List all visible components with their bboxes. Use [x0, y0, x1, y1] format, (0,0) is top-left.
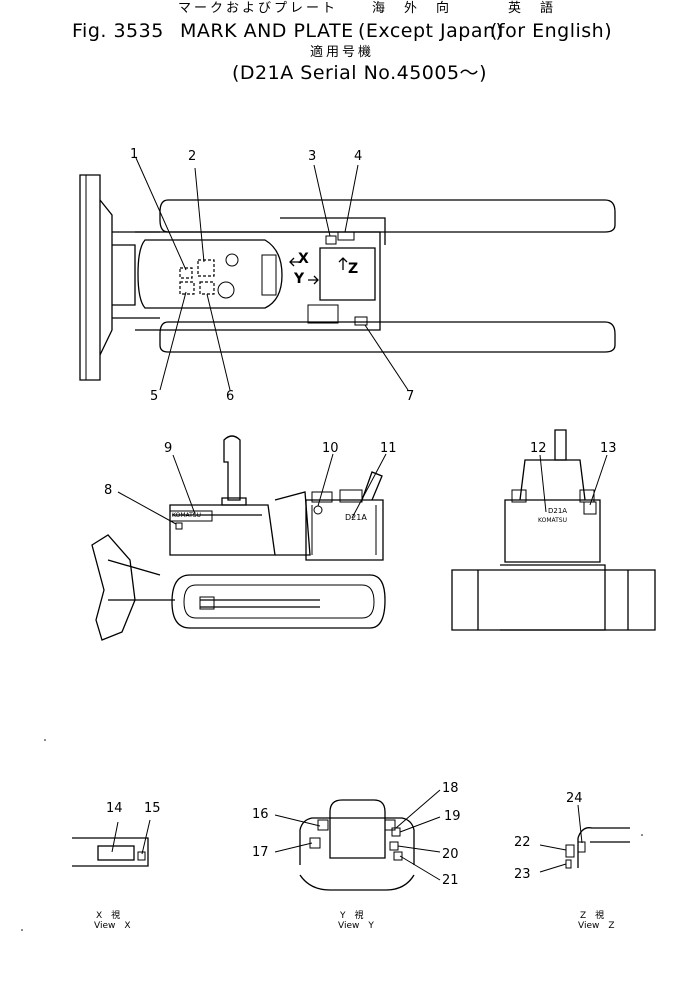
japanese-title: マークおよびプレート — [178, 1, 339, 16]
callout-20: 20 — [442, 847, 459, 862]
arrow-x-label: X — [298, 251, 309, 267]
callout-10: 10 — [322, 441, 339, 456]
callout-8: 8 — [104, 483, 113, 498]
view-z-caption: View Z — [578, 921, 615, 931]
callout-5: 5 — [150, 389, 159, 404]
callout-11: 11 — [380, 441, 397, 456]
for-english-label: (for English) — [490, 20, 613, 42]
japanese-paren-for-english: 英 語 — [508, 1, 557, 16]
callout-18: 18 — [442, 781, 459, 796]
callout-22: 22 — [514, 835, 531, 850]
view-z-detail — [539, 804, 630, 873]
callout-23: 23 — [514, 867, 531, 882]
view-z-caption-jp: Z 視 — [580, 911, 605, 921]
callout-13: 13 — [600, 441, 617, 456]
page-title: MARK AND PLATE — [180, 20, 354, 42]
view-y-detail — [274, 789, 441, 891]
except-japan-label: (Except Japan) — [358, 20, 504, 42]
rear-view-bulldozer — [451, 429, 656, 631]
callout-12: 12 — [530, 441, 547, 456]
view-x-detail — [72, 819, 151, 867]
view-x-caption: View X — [94, 921, 131, 931]
japanese-serial-label: 適用号機 — [310, 45, 375, 60]
view-x-caption-jp: X 視 — [96, 911, 121, 921]
callout-24: 24 — [566, 791, 583, 806]
serial-number-label: (D21A Serial No.45005～) — [232, 62, 487, 84]
callout-17: 17 — [252, 845, 269, 860]
callout-21: 21 — [442, 873, 459, 888]
callout-19: 19 — [444, 809, 461, 824]
callout-14: 14 — [106, 801, 123, 816]
side-view-bulldozer — [91, 435, 387, 641]
view-y-caption-jp: Y 視 — [340, 911, 364, 921]
callout-1: 1 — [130, 147, 139, 162]
callout-7: 7 — [406, 389, 415, 404]
arrow-z-label: Z — [348, 261, 359, 277]
rear-plate-model: D21A — [548, 507, 568, 515]
for-english-text: for English — [497, 20, 605, 42]
figure-number: Fig. 3535 — [72, 20, 164, 42]
japanese-paren-except-japan: 海 外 向 — [372, 1, 453, 16]
side-plate-komatsu: KOMATSU — [172, 512, 202, 519]
top-view-bulldozer — [79, 157, 616, 391]
serial-number-text: D21A Serial No.45005～ — [239, 62, 480, 84]
callout-15: 15 — [144, 801, 161, 816]
callout-3: 3 — [308, 149, 317, 164]
except-japan-text: Except Japan — [365, 20, 496, 42]
rear-plate-komatsu: KOMATSU — [538, 517, 568, 524]
callout-2: 2 — [188, 149, 197, 164]
view-y-caption: View Y — [338, 921, 374, 931]
callout-9: 9 — [164, 441, 173, 456]
side-plate-model: D21A — [345, 513, 367, 522]
callout-4: 4 — [354, 149, 363, 164]
callout-16: 16 — [252, 807, 269, 822]
arrow-y-label: Y — [294, 271, 305, 287]
callout-6: 6 — [226, 389, 235, 404]
